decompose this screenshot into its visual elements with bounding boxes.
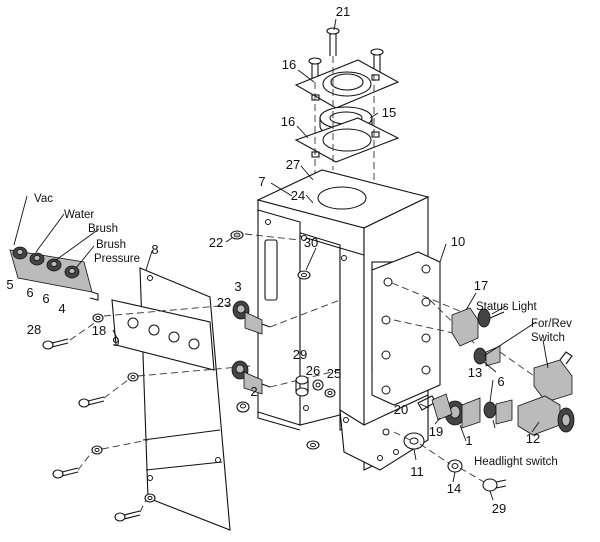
panel-screws: [52, 372, 156, 522]
part-number-6-headlight: 6: [497, 374, 504, 389]
part-number-11: 11: [410, 464, 424, 479]
part-number-29-mid: 29: [293, 347, 307, 362]
label-vac: Vac: [34, 193, 53, 205]
leader-lines: [13, 18, 549, 501]
part-number-23: 23: [217, 295, 231, 310]
label-headlight-switch: Headlight switch: [474, 456, 558, 468]
part-number-14: 14: [447, 481, 461, 496]
label-brush-pressure-line2: Pressure: [94, 253, 140, 265]
part-number-29-lower: 29: [492, 501, 506, 516]
part-number-30: 30: [304, 235, 318, 250]
part-number-9: 9: [112, 334, 119, 349]
part-number-3: 3: [234, 279, 241, 294]
part-number-15: 15: [382, 105, 396, 120]
callout-labels: Vac Water Brush Brush Pressure Status Li…: [34, 193, 572, 468]
screw-28: [42, 338, 69, 350]
part-number-17: 17: [474, 278, 488, 293]
part-number-6-a: 6: [26, 285, 33, 300]
part-number-19: 19: [429, 424, 443, 439]
label-for-rev-line2: Switch: [531, 332, 565, 344]
spacer-14: [447, 459, 463, 473]
part-number-28: 28: [27, 322, 41, 337]
screw-29: [482, 478, 507, 492]
part-number-27: 27: [286, 157, 300, 172]
part-number-1: 1: [465, 433, 472, 448]
nut-30: [297, 270, 311, 280]
part-number-16-lower: 16: [281, 114, 295, 129]
headlight-switch: [444, 397, 481, 429]
part-number-16-upper: 16: [282, 57, 296, 72]
part-number-18: 18: [92, 323, 106, 338]
headlight-switch-nut-6: [483, 399, 513, 425]
part-number-5: 5: [6, 277, 13, 292]
label-water: Water: [64, 209, 94, 221]
part-number-12: 12: [526, 431, 540, 446]
washer-25: [324, 388, 336, 398]
key-switch-lower: [231, 360, 271, 395]
lower-gasket-plate: [294, 117, 400, 163]
bushing-29: [295, 375, 309, 397]
washer-11: [403, 432, 425, 450]
spacer-26: [312, 379, 324, 391]
part-number-20: 20: [394, 402, 408, 417]
bolt-22: [230, 230, 244, 240]
forward-reverse-switch: [533, 351, 573, 406]
part-number-25: 25: [327, 366, 341, 381]
part-number-8: 8: [151, 242, 158, 257]
lower-nut: [306, 440, 320, 450]
label-brush-pressure-line1: Brush: [96, 239, 126, 251]
side-panel-plate: [371, 251, 441, 406]
nut-2: [236, 401, 250, 413]
rocker-switch-cluster: [9, 246, 99, 301]
bracket-19: [431, 393, 453, 421]
part-number-26: 26: [306, 363, 320, 378]
washer-18: [92, 313, 104, 323]
label-for-rev-line1: For/Rev: [531, 318, 572, 330]
upper-gasket-plate: [294, 59, 400, 109]
front-switch-panel: [111, 267, 231, 531]
knob-12: [517, 395, 575, 436]
part-number-24: 24: [291, 188, 305, 203]
status-light-lens-13: [473, 345, 501, 367]
part-number-2: 2: [250, 384, 257, 399]
status-light: [451, 307, 505, 347]
part-number-4: 4: [58, 301, 65, 316]
part-number-7: 7: [258, 174, 265, 189]
part-number-22: 22: [209, 235, 223, 250]
key-switch-upper: [232, 300, 271, 335]
part-number-10: 10: [451, 234, 465, 249]
label-status-light: Status Light: [476, 301, 538, 313]
part-number-labels: 21 16 15 16 27 7 24 22 30 10 8 3 23 17 1…: [6, 4, 540, 516]
label-brush: Brush: [88, 223, 118, 235]
part-number-21: 21: [336, 4, 350, 19]
part-number-13: 13: [468, 365, 482, 380]
part-number-6-b: 6: [42, 291, 49, 306]
